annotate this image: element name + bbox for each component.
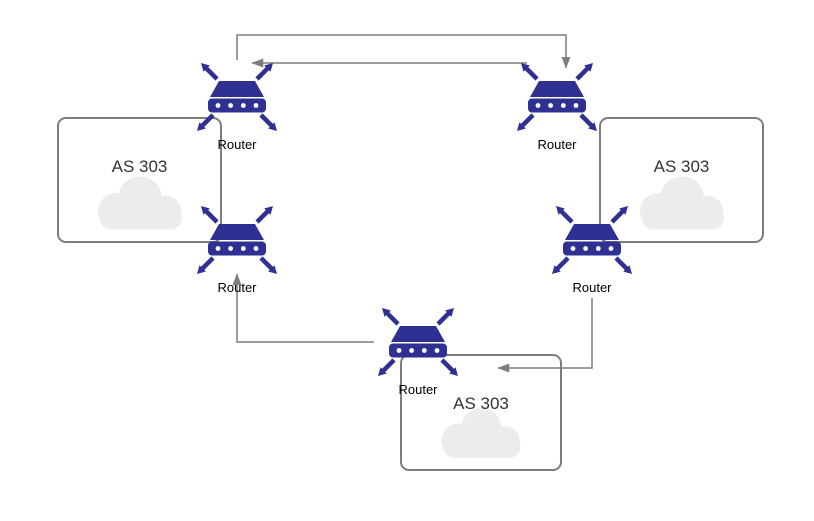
connector-midright-to-bottom[interactable] — [497, 298, 593, 373]
router-node-top-left[interactable]: Router — [189, 57, 285, 152]
router-icon — [509, 57, 605, 137]
router-node-mid-left[interactable]: Router — [189, 200, 285, 295]
connector-bottom-to-midleft[interactable] — [232, 273, 374, 343]
cloud-icon — [441, 408, 521, 458]
router-icon — [189, 57, 285, 137]
cloud-icon — [639, 176, 724, 230]
as-box-right[interactable]: AS 303 — [599, 117, 764, 243]
router-node-mid-right[interactable]: Router — [544, 200, 640, 295]
router-label: Router — [398, 382, 438, 397]
router-node-bottom[interactable]: Router — [370, 302, 466, 397]
cloud-icon — [97, 176, 182, 230]
as-label: AS 303 — [653, 157, 710, 176]
router-icon — [370, 302, 466, 382]
router-label: Router — [572, 280, 612, 295]
router-node-top-right[interactable]: Router — [509, 57, 605, 152]
as-box-left[interactable]: AS 303 — [57, 117, 222, 243]
router-label: Router — [537, 137, 577, 152]
as-label: AS 303 — [111, 157, 168, 176]
connector-topleft-to-topright[interactable] — [236, 34, 571, 69]
as-label: AS 303 — [453, 394, 509, 413]
router-icon — [544, 200, 640, 280]
router-label: Router — [217, 137, 257, 152]
router-icon — [189, 200, 285, 280]
as-box-bottom[interactable]: AS 303 — [400, 354, 562, 471]
router-label: Router — [217, 280, 257, 295]
